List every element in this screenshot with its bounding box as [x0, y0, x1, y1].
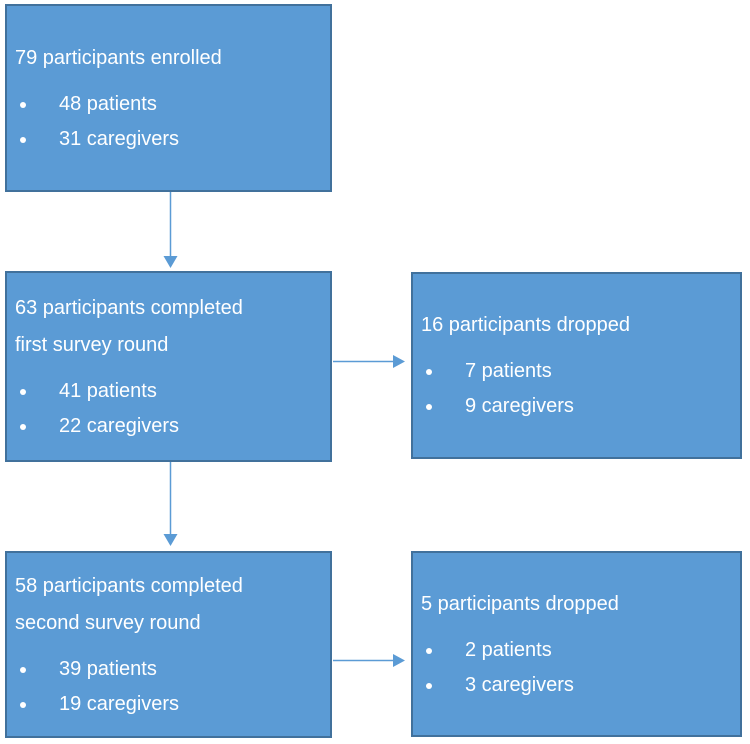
list-item: 41 patients	[7, 374, 330, 409]
bullet-icon	[426, 369, 432, 375]
bullet-icon	[426, 404, 432, 410]
bullet-icon	[426, 682, 432, 689]
box-first-survey-round-list: 41 patients 22 caregivers	[7, 374, 330, 444]
list-item: 7 patients	[413, 354, 740, 389]
bullet-icon	[20, 101, 26, 108]
bullet-icon	[20, 701, 26, 708]
bullet-icon	[20, 423, 26, 430]
box-second-survey-round-heading: 58 participants completed second survey …	[15, 574, 243, 634]
box-dropped-after-first-round-heading: 16 participants dropped	[421, 314, 631, 336]
list-item-label: 2 patients	[465, 638, 552, 661]
bullet-icon	[20, 136, 26, 143]
list-item: 39 patients	[7, 652, 330, 687]
bullet-icon	[20, 388, 26, 395]
list-item-label: 22 caregivers	[59, 414, 180, 437]
list-item-label: 39 patients	[59, 657, 157, 680]
box-enrolled-heading: 79 participants enrolled	[15, 46, 222, 69]
list-item: 22 caregivers	[7, 409, 330, 444]
list-item: 3 caregivers	[413, 668, 740, 703]
box-enrolled-list: 48 patients 31 caregivers	[7, 87, 330, 157]
box-dropped-after-second-round-heading: 5 participants dropped	[421, 592, 619, 615]
arrow-first-round-to-second-round-icon	[163, 462, 178, 546]
bullet-icon	[426, 647, 432, 654]
box-second-survey-round-list: 39 patients 19 caregivers	[7, 652, 330, 722]
box-enrolled: 79 participants enrolled 48 patients 31 …	[5, 4, 332, 192]
box-first-survey-round: 63 participants completed first survey r…	[5, 271, 332, 462]
list-item: 2 patients	[413, 633, 740, 668]
box-dropped-after-second-round-list: 2 patients 3 caregivers	[413, 633, 740, 703]
list-item-label: 7 patients	[465, 360, 552, 382]
arrow-second-round-to-dropped-icon	[333, 654, 405, 667]
arrow-first-round-to-dropped-icon	[333, 355, 405, 368]
list-item-label: 31 caregivers	[59, 127, 180, 150]
bullet-icon	[20, 666, 26, 673]
box-dropped-after-second-round: 5 participants dropped 2 patients 3 care…	[411, 551, 742, 737]
list-item: 31 caregivers	[7, 122, 330, 157]
list-item-label: 9 caregivers	[465, 395, 574, 417]
list-item-label: 41 patients	[59, 379, 157, 402]
list-item-label: 19 caregivers	[59, 692, 180, 715]
list-item: 48 patients	[7, 87, 330, 122]
list-item-label: 3 caregivers	[465, 673, 574, 696]
list-item: 9 caregivers	[413, 389, 740, 424]
box-second-survey-round: 58 participants completed second survey …	[5, 551, 332, 738]
arrow-enrolled-to-first-round-icon	[163, 192, 178, 268]
list-item-label: 48 patients	[59, 92, 157, 115]
list-item: 19 caregivers	[7, 687, 330, 722]
box-dropped-after-first-round: 16 participants dropped 7 patients 9 car…	[411, 272, 742, 459]
box-first-survey-round-heading: 63 participants completed first survey r…	[15, 296, 243, 356]
box-dropped-after-first-round-list: 7 patients 9 caregivers	[413, 354, 740, 424]
